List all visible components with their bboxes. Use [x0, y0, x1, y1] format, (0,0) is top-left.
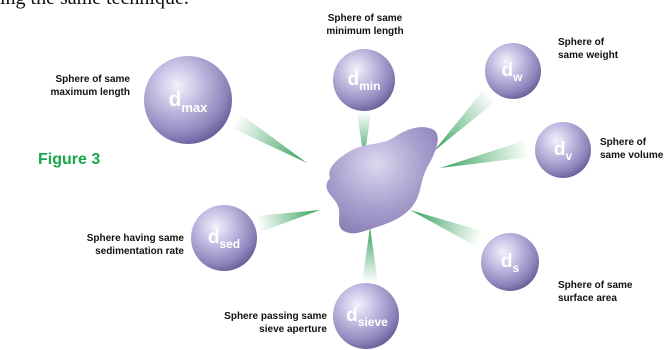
beam-w [433, 88, 497, 152]
caption-v: Sphere of same volume [600, 136, 663, 162]
sphere-w: dw [485, 43, 541, 99]
beam-sieve [362, 227, 378, 283]
sphere-v: dv [535, 122, 591, 178]
caption-w: Sphere of same weight [558, 36, 618, 62]
beam-s [410, 210, 485, 247]
caption-s: Sphere of same surface area [558, 279, 632, 305]
beam-max [232, 112, 307, 163]
caption-sieve: Sphere passing same sieve aperture [224, 310, 327, 336]
caption-min: Sphere of same minimum length [305, 12, 425, 38]
caption-max: Sphere of same maximum length [51, 73, 130, 99]
beam-sed [256, 210, 320, 232]
caption-sed: Sphere having same sedimentation rate [87, 232, 184, 258]
sphere-sed: dsed [191, 205, 257, 271]
beam-v [440, 140, 530, 168]
sphere-max: dmax [144, 56, 232, 144]
irregular-particle [326, 127, 437, 233]
sphere-min: dmin [333, 49, 395, 111]
sphere-sieve: dsieve [333, 283, 399, 349]
sphere-s: ds [481, 233, 539, 291]
